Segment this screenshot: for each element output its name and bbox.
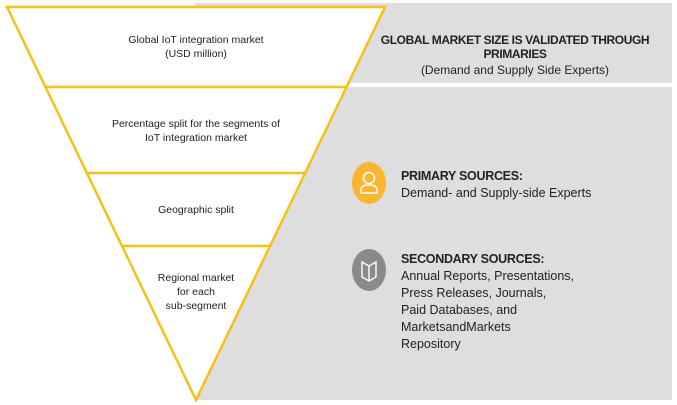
level-text: (USD million) bbox=[165, 48, 227, 60]
validation-header: GLOBAL MARKET SIZE IS VALIDATED THROUGH … bbox=[355, 33, 675, 77]
secondary-text: Press Releases, Journals, bbox=[401, 286, 547, 300]
funnel-level-4: Regional market for each sub-segment bbox=[136, 271, 256, 313]
secondary-text: Annual Reports, Presentations, bbox=[401, 269, 575, 283]
level-text: Percentage split for the segments of bbox=[111, 118, 281, 130]
primary-text: Demand- and Supply-side Experts bbox=[401, 186, 592, 200]
level-text: Regional market bbox=[157, 272, 235, 284]
validation-title: GLOBAL MARKET SIZE IS VALIDATED THROUGH … bbox=[380, 33, 650, 61]
level-text: sub-segment bbox=[165, 300, 227, 312]
secondary-sources: SECONDARY SOURCES: Annual Reports, Prese… bbox=[401, 251, 574, 353]
level-text: IoT integration market bbox=[145, 132, 247, 144]
funnel-level-3: Geographic split bbox=[110, 203, 282, 217]
funnel-level-2: Percentage split for the segments of IoT… bbox=[90, 117, 302, 145]
level-text: for each bbox=[177, 286, 215, 298]
funnel-level-1: Global IoT integration market (USD milli… bbox=[60, 33, 332, 61]
person-icon bbox=[352, 162, 386, 204]
funnel-shape bbox=[5, 5, 387, 403]
level-text: Geographic split bbox=[158, 204, 234, 216]
validation-subtitle: (Demand and Supply Side Experts) bbox=[420, 63, 610, 77]
secondary-text: MarketsandMarkets bbox=[401, 320, 511, 334]
book-icon bbox=[352, 249, 386, 291]
secondary-heading: SECONDARY SOURCES: bbox=[401, 252, 545, 266]
level-text: Global IoT integration market bbox=[128, 34, 264, 46]
secondary-text: Repository bbox=[401, 337, 461, 351]
primary-heading: PRIMARY SOURCES: bbox=[401, 169, 523, 183]
secondary-text: Paid Databases, and bbox=[401, 303, 518, 317]
primary-sources: PRIMARY SOURCES: Demand- and Supply-side… bbox=[401, 168, 591, 202]
